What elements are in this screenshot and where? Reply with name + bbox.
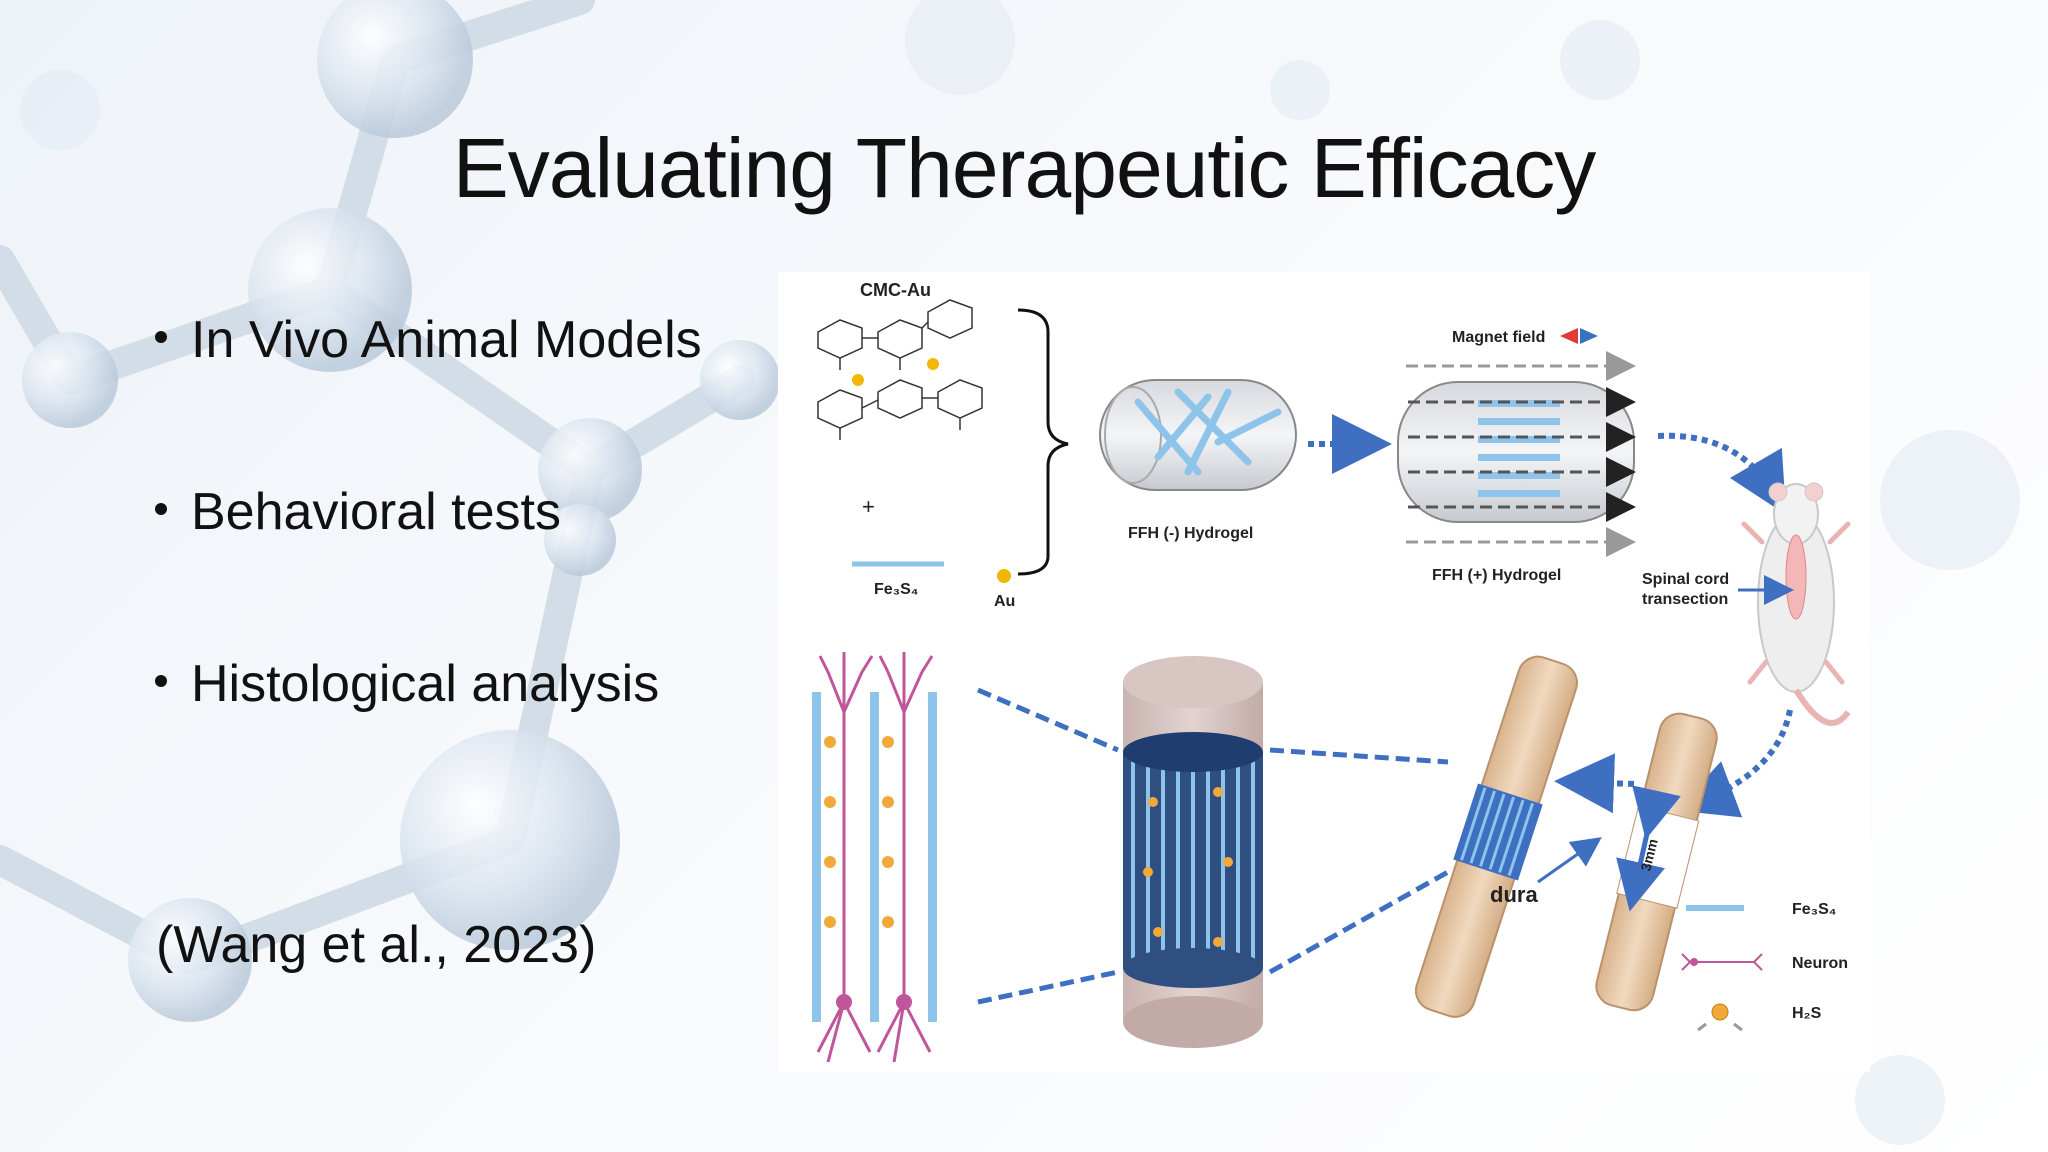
bullet-item: Behavioral tests bbox=[155, 482, 561, 542]
bullet-dot-icon bbox=[155, 675, 167, 688]
dura-pointer bbox=[1537, 837, 1602, 884]
process-arrow bbox=[1657, 432, 1787, 515]
process-arrow bbox=[1675, 709, 1793, 818]
fe3s4-label: Fe₃S₄ bbox=[874, 581, 918, 598]
magnet-red-icon bbox=[1560, 328, 1578, 344]
bullet-text: In Vivo Animal Models bbox=[191, 311, 702, 369]
legend-fe3s4-label: Fe₃S₄ bbox=[1792, 901, 1836, 918]
neuron-fiber-panel bbox=[812, 652, 937, 1063]
ffh-plus-label: FFH (+) Hydrogel bbox=[1432, 567, 1561, 584]
legend-h2s-icon bbox=[1711, 1003, 1729, 1021]
bullet-text: Behavioral tests bbox=[191, 483, 561, 541]
bullet-item: Histological analysis bbox=[155, 654, 659, 714]
cmc-au-label: CMC-Au bbox=[860, 280, 931, 300]
spinal-cord-label: Spinal cord bbox=[1642, 571, 1729, 588]
legend-neuron-label: Neuron bbox=[1792, 955, 1848, 972]
hydrogel-cylinder-section bbox=[1123, 656, 1263, 1048]
figure-legend: Fe₃S₄ Neuron H₂S bbox=[1681, 901, 1848, 1032]
bullet-dot-icon bbox=[155, 503, 167, 516]
spinal-cord-treated bbox=[1414, 655, 1578, 1018]
gold-nanoparticle-icon bbox=[997, 569, 1011, 583]
ffh-plus-hydrogel: Magnet field bbox=[1397, 328, 1636, 584]
cmc-au-molecule: CMC-Au + Fe₃S₄ Au bbox=[817, 280, 1069, 610]
bullet-text: Histological analysis bbox=[191, 655, 660, 713]
zoom-lines bbox=[977, 687, 1450, 1005]
gold-nanoparticle-icon bbox=[927, 358, 939, 370]
transection-label: transection bbox=[1642, 591, 1728, 608]
au-label: Au bbox=[994, 593, 1015, 610]
slide-title: Evaluating Therapeutic Efficacy bbox=[452, 121, 1597, 215]
curly-brace bbox=[1017, 308, 1069, 576]
rat-illustration: Spinal cord transection bbox=[1642, 482, 1851, 726]
scientific-figure: CMC-Au + Fe₃S₄ Au bbox=[778, 272, 1870, 1072]
gap-arrow bbox=[1616, 785, 1681, 912]
magnet-field-label: Magnet field bbox=[1452, 329, 1545, 346]
legend-h2s-label: H₂S bbox=[1792, 1005, 1822, 1022]
ffh-minus-hydrogel: FFH (-) Hydrogel bbox=[1099, 379, 1297, 542]
figure-canvas: CMC-Au + Fe₃S₄ Au bbox=[812, 280, 1851, 1063]
legend-neuron-icon bbox=[1681, 953, 1763, 971]
gold-nanoparticle-icon bbox=[852, 374, 864, 386]
plus-sign: + bbox=[862, 494, 875, 519]
spinal-cord-transected: 3mm dura bbox=[1490, 712, 1718, 1012]
bullet-item: In Vivo Animal Models bbox=[155, 310, 702, 370]
bullet-dot-icon bbox=[155, 331, 167, 344]
citation: (Wang et al., 2023) bbox=[156, 916, 597, 974]
gap-label: 3mm bbox=[1637, 837, 1660, 873]
process-arrow bbox=[1554, 753, 1635, 814]
ffh-minus-label: FFH (-) Hydrogel bbox=[1128, 525, 1253, 542]
magnet-blue-icon bbox=[1580, 328, 1598, 344]
dura-label: dura bbox=[1490, 882, 1538, 907]
